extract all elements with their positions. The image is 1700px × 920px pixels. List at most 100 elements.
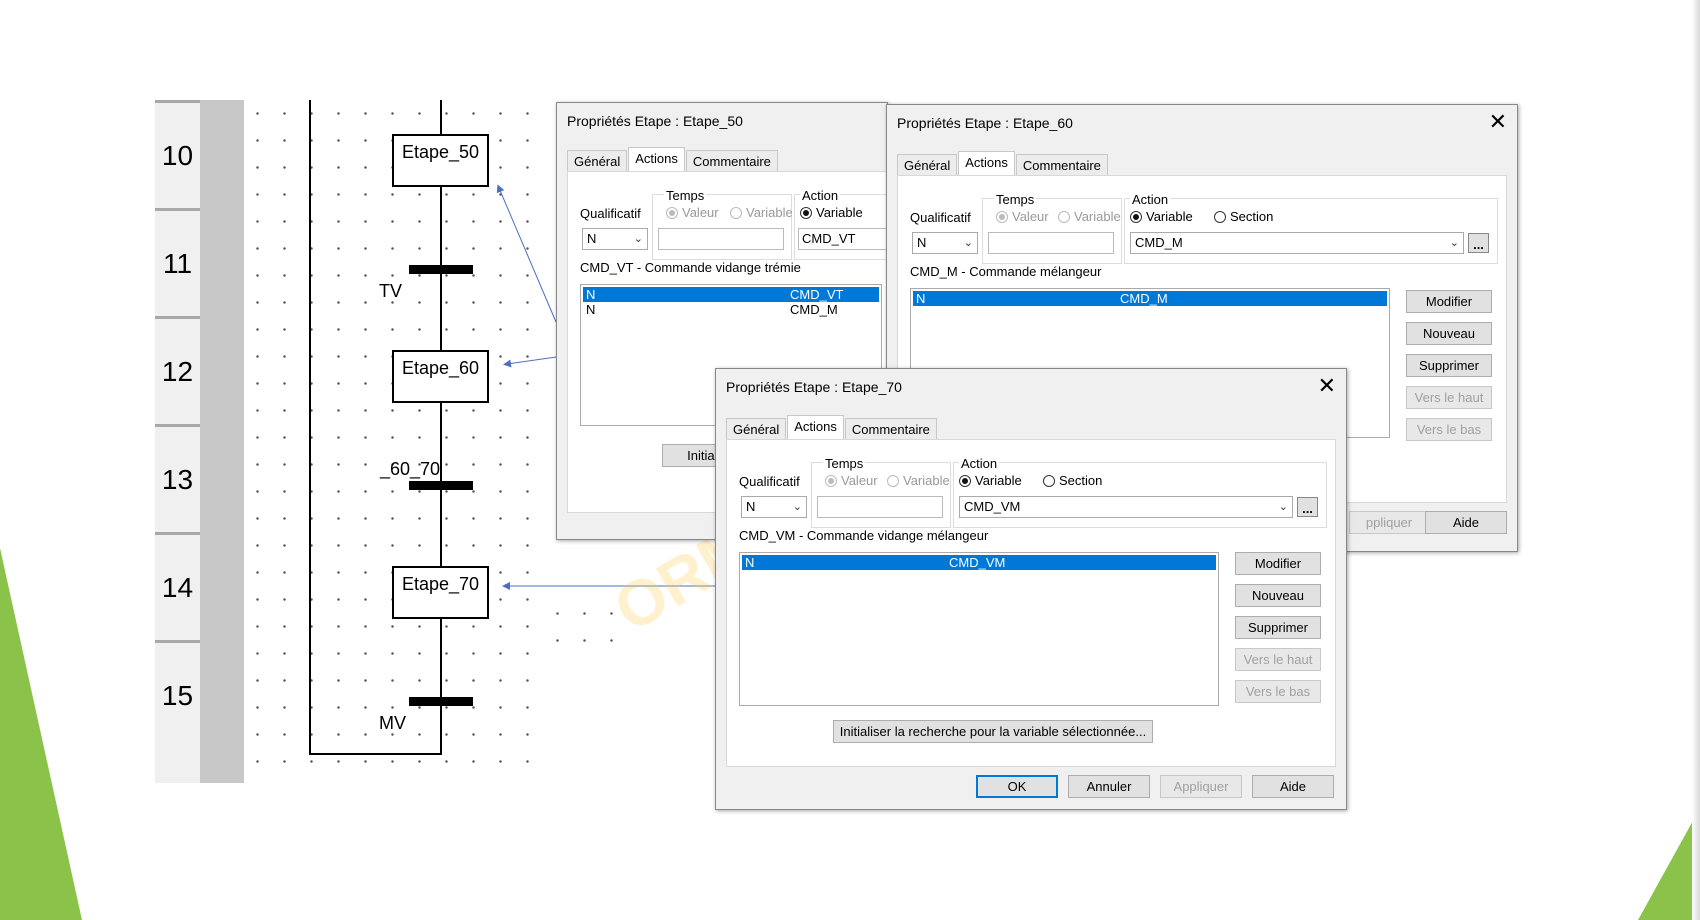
temps-label: Temps [664,188,707,203]
radio-action-variable[interactable] [1130,211,1142,223]
action-variable-input[interactable]: CMD_VT [798,228,888,250]
action-group [794,194,892,260]
actions-panel: Qualificatif N⌄ Temps Valeur Variable Ac… [567,171,892,513]
action-variable-value: CMD_VM [964,499,1021,514]
delete-button[interactable]: Supprimer [1235,616,1321,639]
qualif-select[interactable]: N⌄ [741,496,807,518]
radio-variable-label: Variable [1074,209,1121,224]
step-etape-70[interactable]: Etape_70 [392,566,489,619]
loop-line [309,100,311,755]
radio-valeur [666,207,678,219]
radio-valeur-label: Valeur [841,473,878,488]
radio-variable [887,475,899,487]
modify-button[interactable]: Modifier [1406,290,1492,313]
transition-60-70[interactable] [409,481,473,490]
tab-actions[interactable]: Actions [628,147,685,172]
tab-bar: Général Actions Commentaire [567,147,779,172]
transition-label: MV [379,713,406,733]
tab-general[interactable]: Général [726,418,787,440]
move-down-button[interactable]: Vers le bas [1235,680,1321,703]
action-label: Action [959,456,1000,471]
cancel-button[interactable]: Annuler [1068,775,1150,798]
qualif-value: N [587,231,597,246]
loop-line [309,753,442,755]
browse-button[interactable]: ... [1297,497,1318,517]
tab-actions[interactable]: Actions [958,151,1015,176]
action-variable-select[interactable]: CMD_M⌄ [1130,232,1464,254]
move-up-button[interactable]: Vers le haut [1406,386,1492,409]
radio-action-variable[interactable] [959,475,971,487]
transition-mv[interactable] [409,697,473,706]
row-number: 11 [155,208,200,317]
temps-label: Temps [994,192,1037,207]
transition-tv[interactable] [409,265,473,274]
row-number: 10 [155,100,200,209]
new-button[interactable]: Nouveau [1406,322,1492,345]
init-search-button[interactable]: Initialiser la recherche pour la variabl… [833,720,1153,743]
delete-button[interactable]: Supprimer [1406,354,1492,377]
tab-comment[interactable]: Commentaire [1015,154,1108,176]
row-number: 15 [155,640,200,749]
help-button[interactable]: Aide [1252,775,1334,798]
temps-input[interactable] [988,232,1114,254]
temps-group [982,198,1122,264]
new-button[interactable]: Nouveau [1235,584,1321,607]
apply-button[interactable]: ppliquer [1349,511,1429,534]
actions-panel: Qualificatif N⌄ Temps Valeur Variable Ac… [726,439,1336,767]
editor-margin [200,100,244,783]
move-down-button[interactable]: Vers le bas [1406,418,1492,441]
ok-button[interactable]: OK [976,775,1058,798]
dialog-etape-60: Propriétés Etape : Etape_60 ✕ Général Ac… [886,104,1518,552]
qualif-select[interactable]: N⌄ [912,232,978,254]
tab-general[interactable]: Général [897,154,958,176]
apply-button[interactable]: Appliquer [1160,775,1242,798]
temps-input[interactable] [658,228,784,250]
action-variable-value: CMD_M [1135,235,1183,250]
step-etape-50[interactable]: Etape_50 [392,134,489,187]
qualif-label: Qualificatif [580,206,641,221]
browse-button[interactable]: ... [1468,233,1489,253]
radio-valeur [996,211,1008,223]
close-icon[interactable]: ✕ [1488,109,1507,134]
green-corner-right [1638,808,1700,920]
move-up-button[interactable]: Vers le haut [1235,648,1321,671]
tab-comment[interactable]: Commentaire [844,418,937,440]
tab-actions[interactable]: Actions [787,415,844,440]
qualif-select[interactable]: N⌄ [582,228,648,250]
help-button[interactable]: Aide [1425,511,1507,534]
radio-action-variable[interactable] [800,207,812,219]
radio-variable [730,207,742,219]
action-variable-select[interactable]: CMD_VM⌄ [959,496,1293,518]
radio-variable-label: Variable [903,473,950,488]
temps-label: Temps [823,456,866,471]
tab-bar: Général Actions Commentaire [726,415,938,440]
qualif-value: N [746,499,756,514]
temps-group [811,462,951,528]
row-number: 14 [155,532,200,641]
close-icon[interactable]: ✕ [1317,373,1336,398]
slide-edge [1692,0,1700,920]
row-ruler: 10 11 12 13 14 15 [155,100,200,783]
radio-action-section[interactable] [1214,211,1226,223]
temps-input[interactable] [817,496,943,518]
transition-label: _60_70 [380,459,441,479]
modify-button[interactable]: Modifier [1235,552,1321,575]
chevron-down-icon: ⌄ [792,501,802,513]
radio-valeur-label: Valeur [682,205,719,220]
radio-action-section[interactable] [1043,475,1055,487]
action-label: Action [800,188,841,203]
dialog-title: Propriétés Etape : Etape_60 [897,115,1073,131]
tab-general[interactable]: Général [567,150,628,172]
radio-valeur [825,475,837,487]
tab-comment[interactable]: Commentaire [685,150,778,172]
variable-description: CMD_VT - Commande vidange trémie [580,260,801,275]
dialog-etape-70: Propriétés Etape : Etape_70 ✕ Général Ac… [715,368,1347,810]
temps-group [652,194,792,260]
step-etape-60[interactable]: Etape_60 [392,350,489,403]
radio-variable-label: Variable [746,205,793,220]
